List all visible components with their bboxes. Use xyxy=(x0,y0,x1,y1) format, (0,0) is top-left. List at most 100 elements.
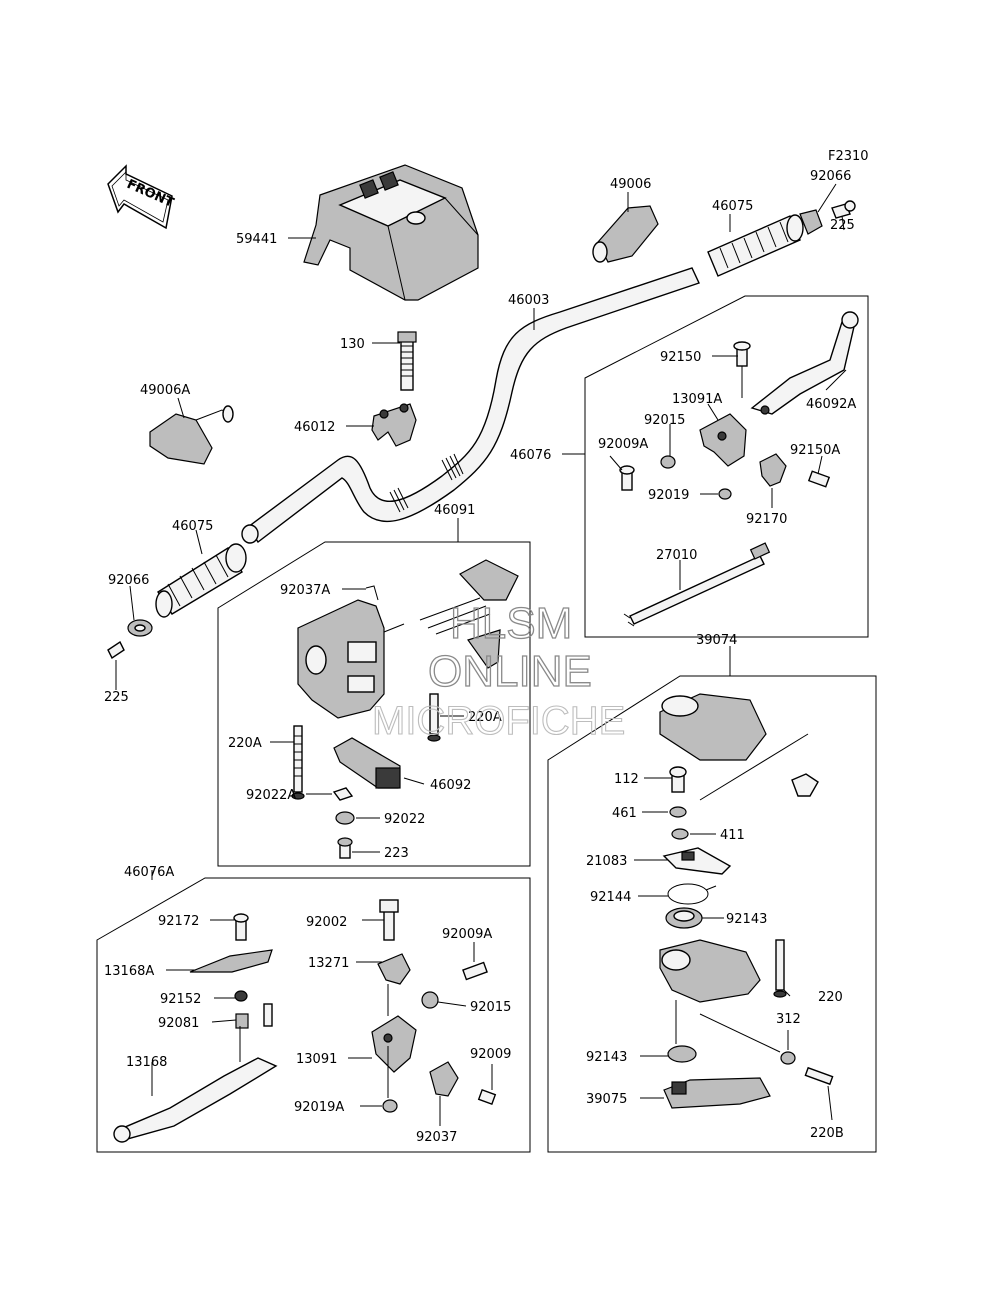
callout-92150: 92150 xyxy=(660,350,701,365)
bolt-225-left xyxy=(107,640,125,660)
callout-220A-left: 220A xyxy=(228,736,262,751)
nut-92152 xyxy=(234,990,248,1002)
lever-46092A xyxy=(750,311,859,415)
callout-92009A-top: 92009A xyxy=(598,437,648,452)
washer-92022 xyxy=(335,811,355,825)
grip-46075-left xyxy=(155,543,247,618)
callout-92143-bottom: 92143 xyxy=(586,1050,627,1065)
bracket-13091 xyxy=(371,1015,417,1073)
screw-220A-right xyxy=(427,693,441,742)
callout-92019A: 92019A xyxy=(294,1100,344,1115)
callout-92152: 92152 xyxy=(160,992,201,1007)
callout-46092A: 46092A xyxy=(806,397,856,412)
clamp-92037 xyxy=(429,1061,459,1097)
handlebar xyxy=(241,267,700,544)
part-49006 xyxy=(592,205,659,263)
nut-92019 xyxy=(718,488,732,500)
screw-220B xyxy=(804,1066,834,1086)
pin-13168 xyxy=(263,1003,273,1027)
callout-220: 220 xyxy=(818,990,843,1005)
screw-92009 xyxy=(477,1089,497,1105)
callout-223: 223 xyxy=(384,846,409,861)
nut-92015-top xyxy=(660,455,676,469)
callout-92037: 92037 xyxy=(416,1130,457,1145)
callout-220B: 220B xyxy=(810,1126,844,1141)
callout-225-left: 225 xyxy=(104,690,129,705)
bolt-92150 xyxy=(733,341,751,367)
callout-27010: 27010 xyxy=(656,548,697,563)
box-46076A xyxy=(96,877,531,1153)
weight-92066-right xyxy=(799,209,823,235)
callout-92022: 92022 xyxy=(384,812,425,827)
callout-92170: 92170 xyxy=(746,512,787,527)
screw-223 xyxy=(337,837,353,859)
callout-13271: 13271 xyxy=(308,956,349,971)
throttle-cover-39074 xyxy=(659,693,767,761)
leader-lines xyxy=(115,183,847,1126)
bolt-130 xyxy=(397,331,417,391)
spring-92144 xyxy=(667,883,717,905)
callout-92019: 92019 xyxy=(648,488,689,503)
bracket-13271 xyxy=(377,953,411,985)
callout-92081: 92081 xyxy=(158,1016,199,1031)
callout-92037A: 92037A xyxy=(280,583,330,598)
callout-92066-right: 92066 xyxy=(810,169,851,184)
nut-312 xyxy=(780,1051,796,1065)
lever-39075 xyxy=(663,1077,771,1109)
seal-92143-bottom xyxy=(667,1045,697,1063)
callout-92015-top: 92015 xyxy=(644,413,685,428)
screw-92009A-top xyxy=(619,465,635,491)
box-39074 xyxy=(547,675,877,1153)
callout-92022A: 92022A xyxy=(246,788,296,803)
callout-46076A: 46076A xyxy=(124,865,174,880)
box-46076 xyxy=(584,295,869,638)
callout-92009: 92009 xyxy=(470,1047,511,1062)
plate-21083 xyxy=(662,847,732,875)
callout-92144: 92144 xyxy=(590,890,631,905)
bolt-92002 xyxy=(379,899,399,941)
washer-92022A xyxy=(332,787,354,801)
seal-92143-top xyxy=(665,907,703,929)
washer-411 xyxy=(671,828,689,840)
callout-49006: 49006 xyxy=(610,177,651,192)
switch-27010 xyxy=(623,542,771,627)
bolt-112 xyxy=(669,766,687,793)
callout-46075-left: 46075 xyxy=(172,519,213,534)
part-92037A xyxy=(365,585,379,601)
bracket-13168A xyxy=(189,949,273,973)
callout-59441: 59441 xyxy=(236,232,277,247)
frames xyxy=(96,295,877,1153)
callout-92066-left: 92066 xyxy=(108,573,149,588)
watermark-line-1: HLSM xyxy=(450,599,572,648)
callout-46091: 46091 xyxy=(434,503,475,518)
weight-92066-left xyxy=(127,619,153,637)
callout-39075: 39075 xyxy=(586,1092,627,1107)
callout-13168A: 13168A xyxy=(104,964,154,979)
clamp-46012 xyxy=(371,403,417,447)
callout-92143-top: 92143 xyxy=(726,912,767,927)
callout-46092: 46092 xyxy=(430,778,471,793)
screw-92009A-bottom xyxy=(462,961,488,981)
callout-312: 312 xyxy=(776,1012,801,1027)
callout-92015-bottom: 92015 xyxy=(470,1000,511,1015)
watermark-line-3: MICROFICHE xyxy=(372,699,625,743)
cable-holder xyxy=(791,773,819,797)
nut-92019A xyxy=(382,1099,398,1113)
callout-92009A-bottom: 92009A xyxy=(442,927,492,942)
switch-housing-46091 xyxy=(297,599,405,719)
part-49006A xyxy=(149,405,234,465)
washer-461 xyxy=(669,806,687,818)
bolt-92150A xyxy=(807,470,831,488)
clamp-92170 xyxy=(759,453,787,487)
callout-39074: 39074 xyxy=(696,633,737,648)
callout-92172: 92172 xyxy=(158,914,199,929)
screw-220 xyxy=(773,939,787,998)
callout-46003: 46003 xyxy=(508,293,549,308)
cover-59441 xyxy=(303,164,479,301)
figure-code: F2310 xyxy=(828,149,869,164)
grip-46075-right xyxy=(707,214,804,277)
callout-411: 411 xyxy=(720,828,745,843)
bracket-13091A xyxy=(699,413,747,467)
callout-225-right: 225 xyxy=(830,218,855,233)
